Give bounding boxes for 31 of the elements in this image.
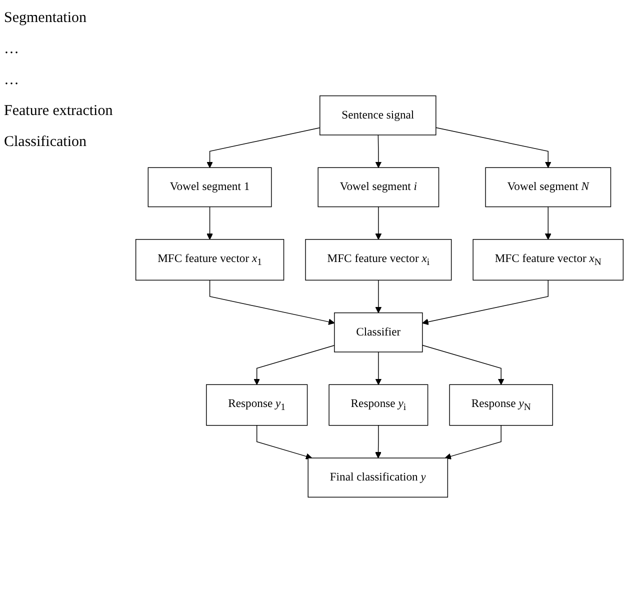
node-box: Response y$_{1}$	[206, 384, 308, 426]
annotation-text: …	[4, 72, 20, 89]
arrow	[436, 126, 552, 168]
node-box: MFC feature vector x$_{i}$	[305, 238, 452, 280]
node-box: Vowel segment i	[318, 166, 440, 207]
arrow	[256, 424, 312, 459]
node-box: Classifier	[334, 312, 423, 352]
arrow	[444, 424, 502, 459]
arrow	[375, 351, 382, 384]
arrow	[375, 134, 382, 168]
annotation-text: Classification	[4, 134, 88, 151]
annotation-text: Segmentation	[4, 10, 88, 27]
arrow	[422, 344, 504, 384]
arrow	[206, 126, 320, 168]
node-box: MFC feature vector x$_{N}$	[472, 238, 624, 280]
node-box: Response y$_{N}$	[449, 384, 553, 426]
node-box: Final classification y	[308, 457, 448, 498]
node-box: Response y$_{i}$	[328, 384, 428, 426]
arrow	[422, 279, 548, 325]
arrow	[544, 206, 552, 240]
annotation-text: Feature extraction	[4, 103, 114, 120]
arrow	[375, 279, 382, 313]
node-box: MFC feature vector x$_{1}$	[135, 238, 284, 280]
arrow	[209, 279, 335, 324]
arrow	[375, 424, 382, 458]
node-box: Vowel segment 1	[148, 166, 272, 207]
node-box: Sentence signal	[320, 94, 436, 135]
annotation-text: …	[4, 41, 20, 58]
arrow	[254, 344, 335, 384]
arrow	[375, 206, 382, 240]
arrow	[206, 206, 213, 240]
